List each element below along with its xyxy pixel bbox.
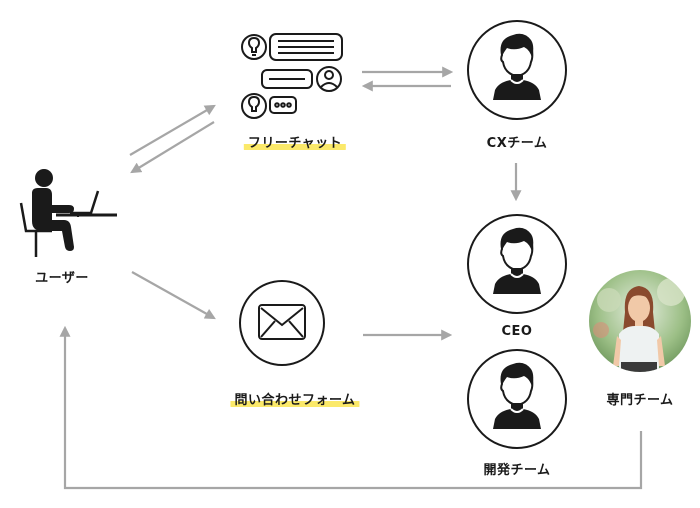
person-avatar-icon <box>493 362 541 429</box>
specialist-team-label: 専門チーム <box>606 393 674 408</box>
arrow-user-to-chat <box>129 104 216 156</box>
ceo-label: CEO <box>501 324 533 339</box>
inquiry-form-label-text: 問い合わせフォーム <box>230 393 360 408</box>
person-at-laptop-icon <box>19 169 117 257</box>
arrow-user-to-form <box>131 271 216 320</box>
free-chat-label-text: フリーチャット <box>243 136 347 151</box>
cx-team-avatar[interactable] <box>467 20 567 120</box>
dev-team-avatar[interactable] <box>467 349 567 449</box>
dev-team-label: 開発チーム <box>483 463 551 478</box>
user-label: ユーザー <box>35 271 89 286</box>
free-chat-node[interactable] <box>236 30 348 122</box>
specialist-team-photo[interactable] <box>589 270 691 372</box>
arrow-specialist-to-user <box>59 325 643 490</box>
envelope-icon <box>258 304 306 340</box>
inquiry-form-node[interactable] <box>239 280 325 366</box>
cx-team-label: CXチーム <box>486 136 548 151</box>
photo-avatar-woman <box>589 270 691 372</box>
person-avatar-icon <box>493 33 541 100</box>
free-chat-label: フリーチャット <box>243 132 347 151</box>
inquiry-form-label: 問い合わせフォーム <box>230 389 360 408</box>
chat-bubbles-icon <box>241 33 343 119</box>
person-avatar-icon <box>493 227 541 294</box>
ceo-avatar[interactable] <box>467 214 567 314</box>
arrow-chat-to-user <box>130 121 215 174</box>
user-node <box>14 165 124 265</box>
